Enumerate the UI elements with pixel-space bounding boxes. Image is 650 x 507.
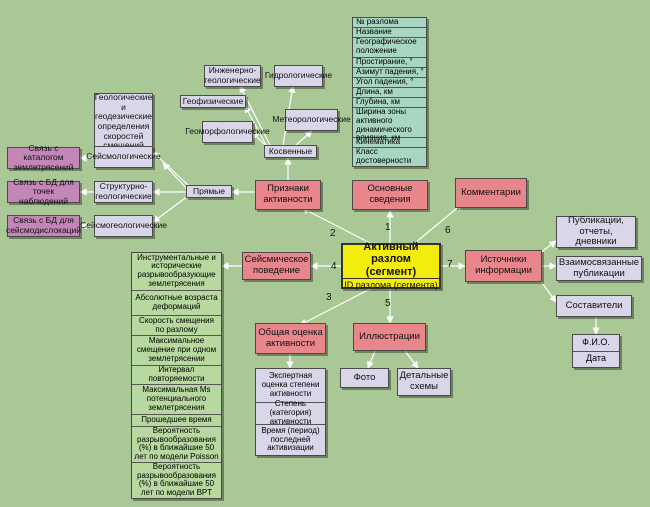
seismic-param: Интервал повторяемости xyxy=(132,365,221,386)
connector-number-3: 3 xyxy=(326,292,332,303)
seismic-param: Вероятность разрывообразования (%) в бли… xyxy=(137,461,216,498)
seismic-param: Прошедшее время xyxy=(132,415,221,427)
field: Азимут падения, ° xyxy=(353,67,426,78)
seismic-param: Вероятность разрывообразования (%) в бли… xyxy=(132,426,221,463)
related-publications-item: Взаимосвязанные публикации xyxy=(556,256,642,281)
compiler-name: Ф.И.О. xyxy=(573,335,619,352)
link-observation-db[interactable]: Связь с БД для точек наблюдений xyxy=(7,177,80,206)
assessment-item: Экспертная оценка степени активности xyxy=(256,369,325,403)
compilers-fields: Ф.И.О. Дата xyxy=(572,334,620,368)
photo-item: Фото xyxy=(340,368,389,388)
field: Географическое положение xyxy=(353,37,426,58)
direct-signs-node[interactable]: Прямые xyxy=(186,185,232,198)
field: Глубина, км xyxy=(353,97,426,108)
comments-node[interactable]: Комментарии xyxy=(455,178,527,208)
activity-signs-node[interactable]: Признаки активности xyxy=(255,180,321,210)
connector-number-4: 4 xyxy=(331,261,337,272)
main-info-fields: № разлома Название Географическое положе… xyxy=(352,17,427,167)
direct-item: Сейсмологические xyxy=(86,146,161,168)
seismic-param: Максимальная Ms потенциального землетряс… xyxy=(132,385,221,415)
main-info-node[interactable]: Основные сведения xyxy=(352,180,428,210)
illustrations-node[interactable]: Иллюстрации xyxy=(353,323,426,351)
indirect-item: Геоморфологические xyxy=(185,121,270,143)
indirect-item: Геофизические xyxy=(180,95,246,108)
seismic-param: Максимальное смещение при одном землетря… xyxy=(132,336,221,366)
field: Класс достоверности xyxy=(356,147,412,165)
field: Простирание, ° xyxy=(353,57,426,68)
field: Название xyxy=(353,27,426,38)
central-node-title: Активный разлом (сегмент) xyxy=(363,241,419,278)
central-node-id: ID разлома (сегмента) xyxy=(343,277,439,290)
seismic-params: Инструментальные и исторические разрывоо… xyxy=(131,252,222,499)
assessment-node[interactable]: Общая оценка активности xyxy=(255,323,326,354)
sources-node[interactable]: Источники информации xyxy=(465,250,542,282)
assessment-items: Экспертная оценка степени активности Сте… xyxy=(255,368,326,456)
connector-number-6: 6 xyxy=(445,225,451,236)
assessment-item: Время (период) последней активизации xyxy=(261,425,320,453)
seismic-behavior-node[interactable]: Сейсмическое поведение xyxy=(242,252,311,280)
detail-schemes-item: Детальные схемы xyxy=(397,368,451,396)
indirect-item: Инженерно-геологические xyxy=(204,65,261,87)
indirect-item: Метеорологические xyxy=(272,109,351,131)
direct-item: Геологические и геодезические определени… xyxy=(94,93,153,151)
compiler-date: Дата xyxy=(586,353,606,364)
field: № разлома xyxy=(353,17,426,28)
connector-number-2: 2 xyxy=(330,228,336,239)
connector-number-5: 5 xyxy=(385,298,391,309)
central-node[interactable]: Активный разлом (сегмент) ID разлома (се… xyxy=(341,241,441,290)
connector-number-7: 7 xyxy=(447,259,453,270)
indirect-item: Гидрологические xyxy=(265,65,332,87)
indirect-signs-node[interactable]: Косвенные xyxy=(264,145,317,158)
link-seismodislocation-db[interactable]: Связь с БД для сейсмодислокаций xyxy=(5,215,82,237)
assessment-item: Степень (категория) активности xyxy=(256,399,325,426)
seismic-param: Инструментальные и исторические разрывоо… xyxy=(132,253,221,291)
field: Ширина зоны активного динамического влия… xyxy=(353,107,426,142)
publications-item: Публикации, отчеты, дневники xyxy=(556,215,636,248)
direct-item: Сейсмогеологические xyxy=(80,215,167,237)
seismic-param: Скорость смещения по разлому xyxy=(132,316,221,336)
field: Угол падения, ° xyxy=(353,77,426,88)
seismic-param: Абсолютные возраста деформаций xyxy=(132,291,221,317)
field: Длина, км xyxy=(353,87,426,98)
link-earthquake-catalog[interactable]: Связь с каталогом землетрясений xyxy=(7,143,80,172)
direct-item: Структурно-геологические xyxy=(94,181,153,203)
field: Кинематика xyxy=(353,137,426,148)
connector-number-1: 1 xyxy=(385,222,391,233)
compilers-item: Составители xyxy=(556,295,632,317)
